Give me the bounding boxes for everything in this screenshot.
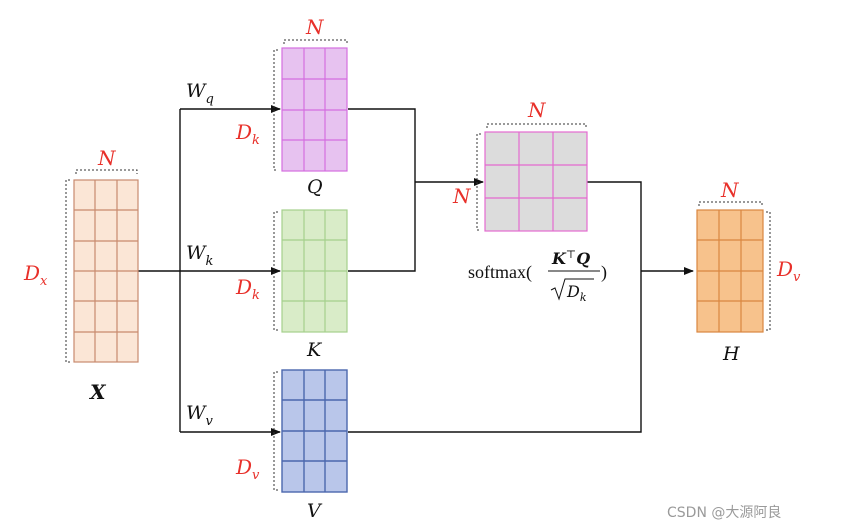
watermark: CSDN @大源阿良: [667, 505, 781, 521]
matrix-x-grid: [74, 180, 138, 362]
formula-numerator: K⊤Q: [551, 248, 590, 268]
matrix-k-grid: [282, 210, 347, 332]
matrix-attention-rows-label: N: [452, 184, 472, 208]
matrix-q-cols-label: N: [305, 15, 325, 39]
matrix-h-label: H: [722, 343, 740, 365]
matrix-attention: N N: [452, 98, 588, 232]
matrix-v-rows-label: Dv: [235, 455, 260, 483]
weight-wq-label: Wq: [186, 80, 214, 107]
matrix-k-label: K: [306, 339, 323, 361]
formula-func: softmax(: [468, 262, 532, 283]
matrix-q: N Dk Q: [235, 15, 348, 198]
matrix-h-cols-label: N: [720, 178, 740, 202]
matrix-x: N Dx X: [23, 146, 139, 404]
weight-wv-label: Wv: [186, 402, 214, 429]
matrix-k: Dk K: [235, 209, 348, 361]
formula-sqrt: [550, 278, 594, 301]
connection-lines: [138, 105, 694, 436]
matrix-v-grid: [282, 370, 347, 492]
matrix-q-rows-label: Dk: [235, 120, 260, 148]
matrix-q-grid: [282, 48, 347, 171]
matrix-v-label: V: [307, 500, 323, 522]
matrix-x-rows-label: Dx: [23, 261, 48, 289]
matrix-x-label: X: [88, 380, 107, 404]
formula-close: ): [601, 262, 607, 283]
matrix-h: N Dv H: [696, 178, 801, 365]
matrix-h-rows-label: Dv: [776, 257, 801, 285]
matrix-attention-cols-label: N: [527, 98, 547, 122]
weight-wk-label: Wk: [186, 242, 214, 269]
softmax-formula: softmax( K⊤Q Dk ): [468, 248, 607, 304]
matrix-q-label: Q: [307, 176, 323, 198]
matrix-k-rows-label: Dk: [235, 275, 260, 303]
matrix-attention-grid: [485, 132, 587, 231]
matrix-v: Dv V: [235, 369, 348, 522]
matrix-h-grid: [697, 210, 763, 332]
formula-denominator: Dk: [566, 282, 587, 304]
matrix-x-cols-label: N: [97, 146, 117, 170]
matrix-attention-body: [484, 131, 588, 232]
